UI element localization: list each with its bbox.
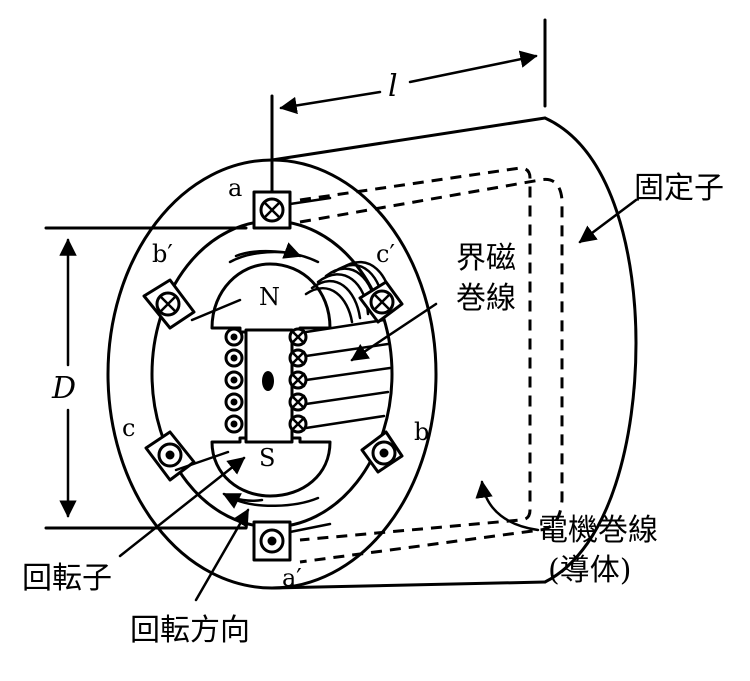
rotor-callout: 回転子 (22, 456, 246, 596)
rotor-conductors-left (224, 327, 244, 434)
diameter-label: D (51, 371, 76, 406)
field-winding-callout: 界磁 巻線 (350, 241, 516, 362)
armature-winding-callout: 電機巻線 (導体) (475, 480, 658, 588)
stator-label: 固定子 (634, 171, 724, 206)
stator-slot-a: a (228, 174, 292, 230)
armature-winding-label-2: (導体) (548, 553, 631, 588)
stator-slot-b-prime: b′ (142, 240, 196, 330)
rotation-direction-callout: 回転方向 (130, 508, 250, 648)
rotation-direction-label: 回転方向 (130, 613, 250, 648)
slot-b-prime-label: b′ (152, 240, 173, 268)
stator-slot-a-prime: a′ (252, 520, 302, 592)
length-label: l (388, 69, 398, 104)
rotor-conductors-right (288, 327, 308, 434)
diameter-dimension: D (44, 226, 248, 530)
slot-c-label: c (122, 414, 135, 442)
field-winding-label-2: 巻線 (456, 281, 516, 316)
armature-winding-label-1: 電機巻線 (538, 513, 658, 548)
stator-slot-b: b (360, 418, 429, 474)
slot-a-label: a (228, 174, 242, 202)
length-dimension: l (270, 18, 547, 194)
pole-north-label: N (259, 283, 280, 311)
slot-a-prime-label: a′ (282, 564, 302, 592)
slot-c-prime-label: c′ (376, 240, 395, 268)
rotor-label: 回転子 (22, 561, 112, 596)
pole-south-label: S (259, 444, 275, 472)
slot-b-label: b (414, 418, 429, 446)
field-winding-label-1: 界磁 (456, 241, 516, 276)
stator-slot-c-prime: c′ (358, 240, 404, 324)
armature-winding-loop (299, 166, 564, 564)
rotation-arrows (222, 242, 302, 509)
stator-callout: 固定子 (578, 171, 724, 244)
